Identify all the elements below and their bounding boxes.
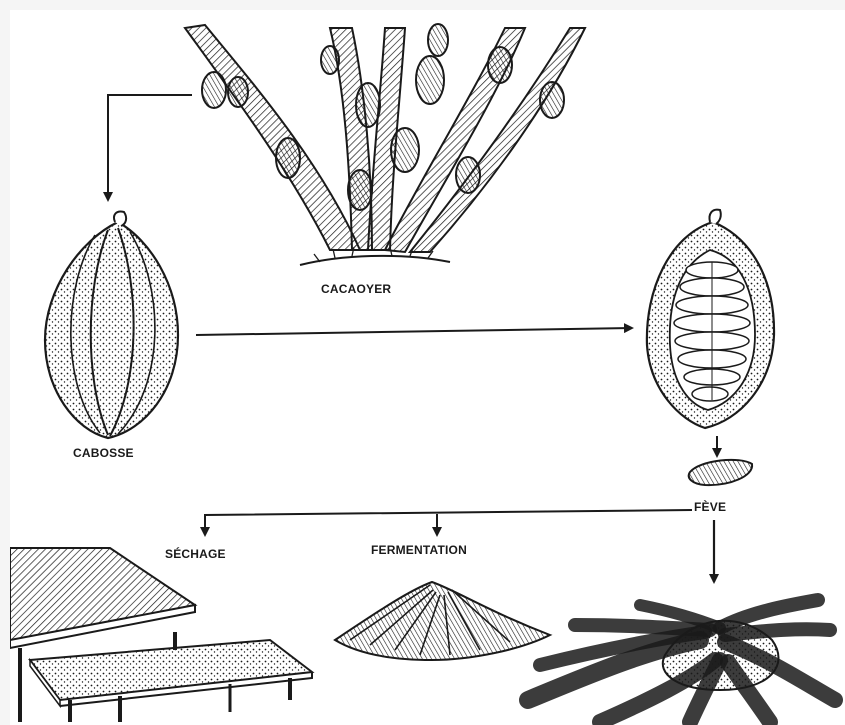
cocoa-pod-illustration	[45, 212, 178, 438]
arrow-tree-to-pod	[108, 95, 192, 200]
cacao-tree-illustration	[185, 24, 585, 265]
banana-leaves-illustration	[528, 600, 835, 722]
label-fermentation: FERMENTATION	[371, 543, 467, 557]
label-cabosse: CABOSSE	[73, 446, 134, 460]
arrow-pod-to-open-pod	[196, 328, 632, 335]
diagram-svg	[10, 10, 845, 725]
cocoa-bean-illustration	[689, 460, 752, 485]
diagram-panel	[10, 10, 845, 725]
arrow-bean-to-drying	[205, 510, 692, 535]
label-cacaoyer: CACAOYER	[321, 282, 391, 296]
label-feve: FÈVE	[694, 500, 726, 514]
fermentation-heap-illustration	[335, 582, 550, 660]
drying-rack-illustration	[10, 548, 312, 722]
opened-pod-illustration	[647, 210, 774, 428]
label-sechage: SÉCHAGE	[165, 547, 226, 561]
